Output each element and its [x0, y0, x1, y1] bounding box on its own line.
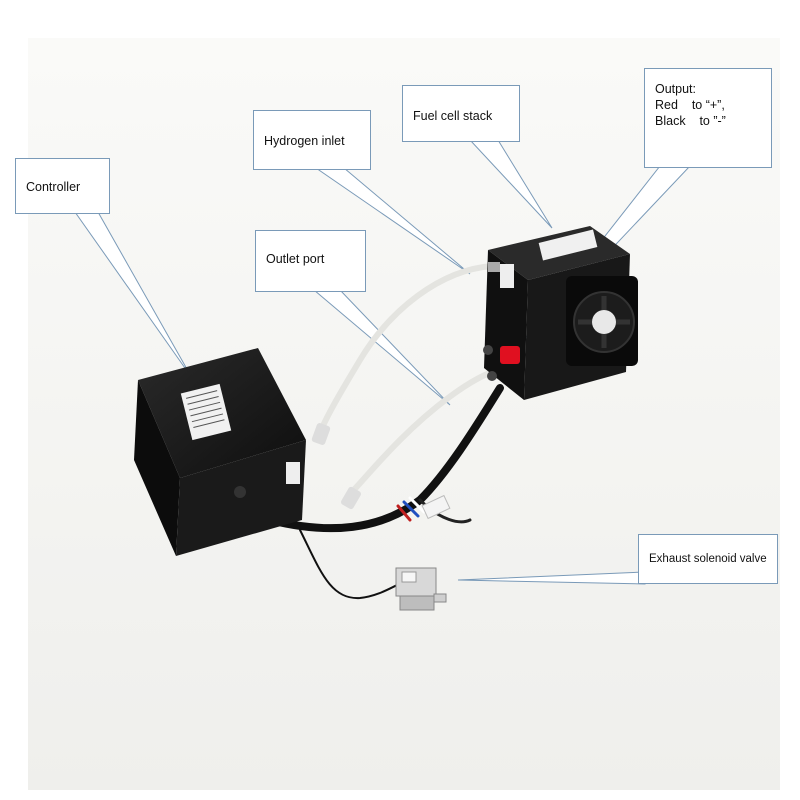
fuel-cell-stack-callout: Fuel cell stack [402, 85, 520, 142]
hydrogen-inlet-callout-text: Hydrogen inlet [264, 134, 345, 148]
fan-hub [592, 310, 616, 334]
controller-side-label [286, 462, 300, 484]
exhaust-valve-callout: Exhaust solenoid valve [638, 534, 778, 584]
controller-box [134, 348, 306, 556]
silicone-tubes [319, 263, 501, 495]
stack-side-label [500, 264, 514, 288]
tube-end-2 [341, 486, 361, 510]
outlet-port-callout-text: Outlet port [266, 252, 325, 266]
outlet-port-callout: Outlet port [255, 230, 366, 292]
fuel-cell-stack-device [483, 226, 638, 400]
exhaust-valve-callout-text: Exhaust solenoid valve [649, 553, 767, 565]
output-callout-black: Black to ”-” [655, 114, 726, 128]
red-terminal [500, 346, 520, 364]
hydrogen-tube [319, 263, 495, 431]
hydrogen-fitting [488, 262, 500, 272]
tube-end-1 [311, 423, 331, 445]
outlet-tube [349, 367, 501, 495]
output-callout-title: Output: [655, 82, 696, 96]
hydrogen-inlet-callout: Hydrogen inlet [253, 110, 371, 170]
controller-callout: Controller [15, 158, 110, 214]
output-callout: Output: Red to “+”, Black to ”-” [644, 68, 772, 168]
controller-callout-text: Controller [26, 180, 81, 194]
connector-plug [421, 494, 451, 520]
output-callout-red: Red to “+”, [655, 98, 725, 112]
stack-label [538, 229, 598, 261]
exhaust-solenoid-valve [395, 567, 447, 611]
controller-port [234, 486, 246, 498]
fuel-cell-stack-callout-text: Fuel cell stack [413, 109, 493, 123]
